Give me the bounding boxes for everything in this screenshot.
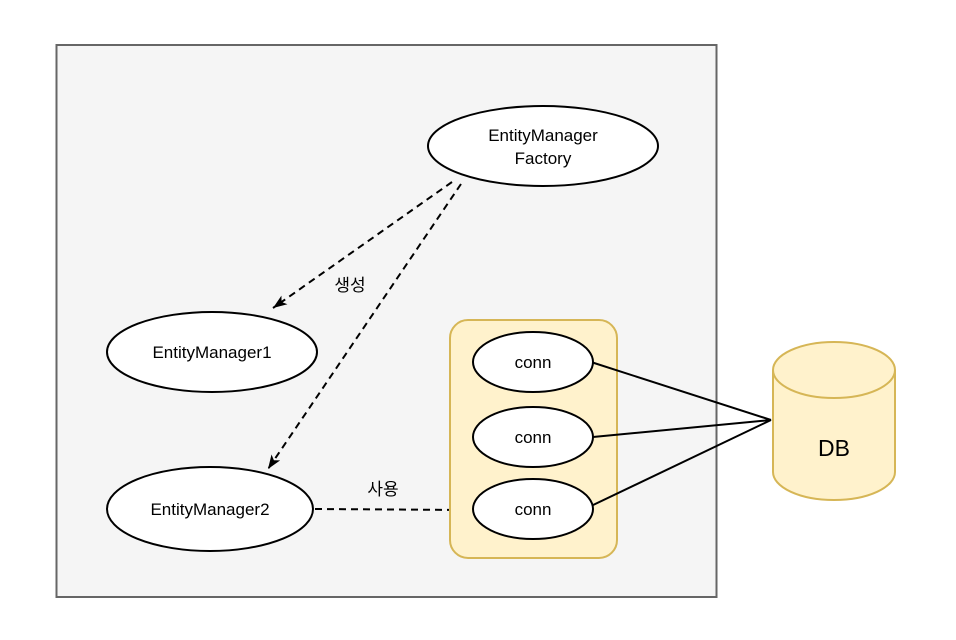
edge-factory-to-em1: [272, 181, 453, 309]
db-label: DB: [818, 435, 850, 461]
conn-1-ellipse: [472, 331, 594, 393]
entity-manager-factory-ellipse: [427, 105, 659, 187]
conn-2-ellipse: [472, 406, 594, 468]
edge-conn1-to-db: [590, 361, 772, 421]
edge-em2-to-conn: [314, 504, 470, 516]
node-conn-2: conn: [472, 406, 594, 468]
entity-manager-2-ellipse: [106, 466, 314, 552]
edge-conn2-to-db: [592, 419, 772, 438]
conn-1-label: conn: [515, 353, 552, 372]
db-cylinder-body: [772, 341, 896, 501]
conn-2-label: conn: [515, 428, 552, 447]
edge-label-use: 사용: [367, 480, 398, 499]
entity-manager-2-label: EntityManager2: [150, 500, 269, 519]
node-entity-manager-2: EntityManager2: [106, 466, 314, 552]
entity-manager-1-ellipse: [106, 311, 318, 393]
entity-manager-factory-label-line1: EntityManager: [488, 126, 598, 145]
db-cylinder-rim: [772, 369, 896, 399]
entity-manager-factory-label-line2: Factory: [515, 149, 572, 168]
node-conn-1: conn: [472, 331, 594, 393]
node-db: DB: [772, 341, 896, 501]
node-entity-manager-factory: EntityManager Factory: [427, 105, 659, 187]
node-entity-manager-1: EntityManager1: [106, 311, 318, 393]
edge-factory-to-em2: [267, 183, 462, 470]
node-conn-3: conn: [472, 478, 594, 540]
edge-label-create: 생성: [334, 276, 365, 295]
edge-conn3-to-db: [590, 419, 772, 507]
entity-manager-1-label: EntityManager1: [152, 343, 271, 362]
conn-3-ellipse: [472, 478, 594, 540]
conn-3-label: conn: [515, 500, 552, 519]
